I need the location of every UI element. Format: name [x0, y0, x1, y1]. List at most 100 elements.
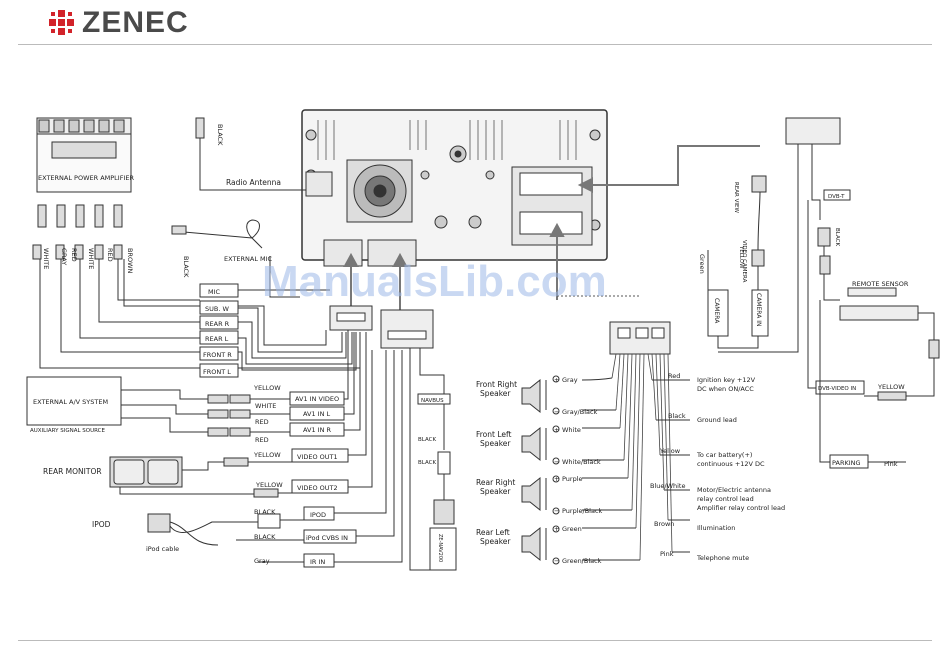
brand-logo: ZENEC	[48, 6, 189, 39]
svg-text:PARKING: PARKING	[832, 459, 861, 467]
plus-icon: +	[554, 376, 559, 384]
output-labels: MIC SUB. W REAR R REAR L FRONT R FRONT L	[203, 288, 232, 376]
head-unit	[301, 109, 608, 267]
svg-text:WHITE: WHITE	[42, 248, 50, 269]
speaker-name: Speaker	[480, 537, 511, 546]
external-power-amplifier	[36, 117, 132, 193]
svg-text:YELLOW: YELLOW	[253, 451, 281, 459]
svg-text:AV1 IN VIDEO: AV1 IN VIDEO	[295, 395, 339, 403]
svg-text:BLACK: BLACK	[254, 533, 276, 541]
speaker-neg-wire-label: White/Black	[562, 458, 601, 466]
svg-text:BLACK: BLACK	[418, 460, 436, 466]
camera-labels: REAR VIEW VIDEO CAMERA Green YELLOW CAME…	[698, 182, 762, 326]
svg-text:MIC: MIC	[208, 288, 221, 296]
zenec-mark-icon	[49, 10, 74, 35]
dvbt-labels: DVB-T BLACK REMOTE SENSOR DVB-VIDEO IN Y…	[818, 194, 909, 468]
svg-text:REAR R: REAR R	[205, 320, 230, 328]
svg-text:RED: RED	[106, 248, 114, 262]
speaker-name: Speaker	[480, 439, 511, 448]
svg-text:REAR VIEW: REAR VIEW	[733, 182, 739, 213]
power-wire-desc: Illumination	[697, 524, 735, 532]
svg-text:BLACK: BLACK	[254, 508, 276, 516]
navbus-labels: NAVBUS BLACK BLACK ZE-NAV200	[418, 398, 444, 562]
svg-text:FRONT R: FRONT R	[203, 351, 232, 359]
amp-wire-labels: WHITE GRAY RED WHITE RED BROWN	[42, 248, 134, 274]
external-av-box	[26, 376, 122, 426]
speaker-name: Rear Right	[476, 478, 515, 487]
video-out-labels: YELLOW YELLOW VIDEO OUT1 VIDEO OUT2	[253, 451, 338, 492]
speaker-name: Front Right	[476, 380, 517, 389]
plus-icon: +	[554, 475, 559, 483]
external-mic-label: EXTERNAL MIC	[224, 255, 273, 263]
svg-text:NAVBUS: NAVBUS	[421, 398, 444, 404]
power-wire-desc: Amplifier relay control lead	[697, 504, 785, 512]
output-label-boxes	[199, 283, 239, 378]
power-wire-desc: relay control lead	[697, 495, 754, 503]
dvbt-module	[718, 117, 940, 469]
minus-icon: −	[554, 557, 559, 565]
amp-title: EXTERNAL POWER AMPLIFIER	[38, 174, 134, 182]
brand-name: ZENEC	[82, 6, 189, 39]
minus-icon: −	[554, 507, 559, 515]
svg-text:YELLOW: YELLOW	[253, 384, 281, 392]
power-wire-color: Brown	[654, 520, 674, 528]
svg-text:Pink: Pink	[884, 460, 898, 468]
speaker-neg-wire-label: Gray/Black	[562, 408, 598, 416]
svg-text:ZE-NAV200: ZE-NAV200	[437, 534, 443, 562]
power-wire-desc: To car battery(+)	[696, 451, 752, 459]
svg-text:AV1 IN L: AV1 IN L	[303, 410, 331, 418]
svg-text:BLACK: BLACK	[418, 437, 436, 443]
rear-monitor	[109, 332, 373, 498]
av-system-sub: AUXILIARY SIGNAL SOURCE	[30, 428, 106, 434]
svg-text:CAMERA IN: CAMERA IN	[755, 293, 762, 326]
power-wire-color: Black	[668, 412, 686, 420]
plus-icon: +	[554, 525, 559, 533]
ipod-row-labels: BLACK BLACK Gray IPOD iPod CVBS IN IR IN	[254, 508, 348, 566]
power-wire-color: Yellow	[659, 447, 681, 455]
av-in-labels: YELLOW WHITE RED RED AV1 IN VIDEO AV1 IN…	[253, 384, 339, 444]
svg-text:RED: RED	[255, 418, 269, 426]
svg-text:AV1 IN R: AV1 IN R	[303, 426, 332, 434]
minus-icon: −	[554, 458, 559, 466]
svg-text:YELLOW: YELLOW	[877, 383, 905, 391]
svg-text:Green: Green	[698, 254, 706, 274]
speaker-neg-wire-label: Purple/Black	[562, 507, 603, 515]
radio-antenna	[195, 117, 306, 191]
svg-text:VIDEO OUT1: VIDEO OUT1	[297, 453, 338, 461]
av-rca	[121, 330, 361, 437]
antenna-black-label: BLACK	[216, 124, 224, 146]
ipod-label: IPOD	[92, 520, 111, 529]
speaker-pos-wire-label: Purple	[562, 475, 583, 483]
svg-text:YELLOW: YELLOW	[255, 481, 283, 489]
connection-arrows	[343, 145, 760, 312]
ipod-cable	[147, 350, 403, 568]
speaker-name: Rear Left	[476, 528, 510, 537]
middle-harness-plug	[380, 309, 434, 349]
speaker-name: Speaker	[480, 389, 511, 398]
svg-text:RED: RED	[70, 248, 78, 262]
svg-text:VIDEO OUT2: VIDEO OUT2	[297, 484, 338, 492]
svg-text:VIDEO CAMERA: VIDEO CAMERA	[741, 240, 747, 283]
power-wire-desc: Ignition key +12V	[697, 376, 756, 384]
svg-text:GRAY: GRAY	[60, 248, 68, 265]
footer-rule	[18, 640, 932, 641]
svg-text:FRONT L: FRONT L	[203, 368, 231, 376]
svg-text:WHITE: WHITE	[87, 248, 95, 269]
svg-text:CAMERA: CAMERA	[713, 298, 720, 324]
power-wire-desc: Telephone mute	[696, 554, 749, 562]
svg-text:WHITE: WHITE	[255, 402, 276, 410]
rear-monitor-label: REAR MONITOR	[43, 467, 102, 476]
watermark: ManualsLib.com	[262, 257, 607, 306]
svg-text:BLACK: BLACK	[834, 228, 840, 246]
svg-text:YELLOW: YELLOW	[738, 245, 744, 269]
speaker-name: Front Left	[476, 430, 512, 439]
svg-text:Gray: Gray	[254, 557, 270, 565]
svg-text:BROWN: BROWN	[126, 248, 134, 274]
av-system-title: EXTERNAL A/V SYSTEM	[33, 398, 108, 406]
power-wire-desc: continuous +12V DC	[697, 460, 765, 468]
svg-text:IPOD: IPOD	[310, 511, 326, 519]
power-wire-desc: Motor/Electric antenna	[697, 486, 771, 494]
